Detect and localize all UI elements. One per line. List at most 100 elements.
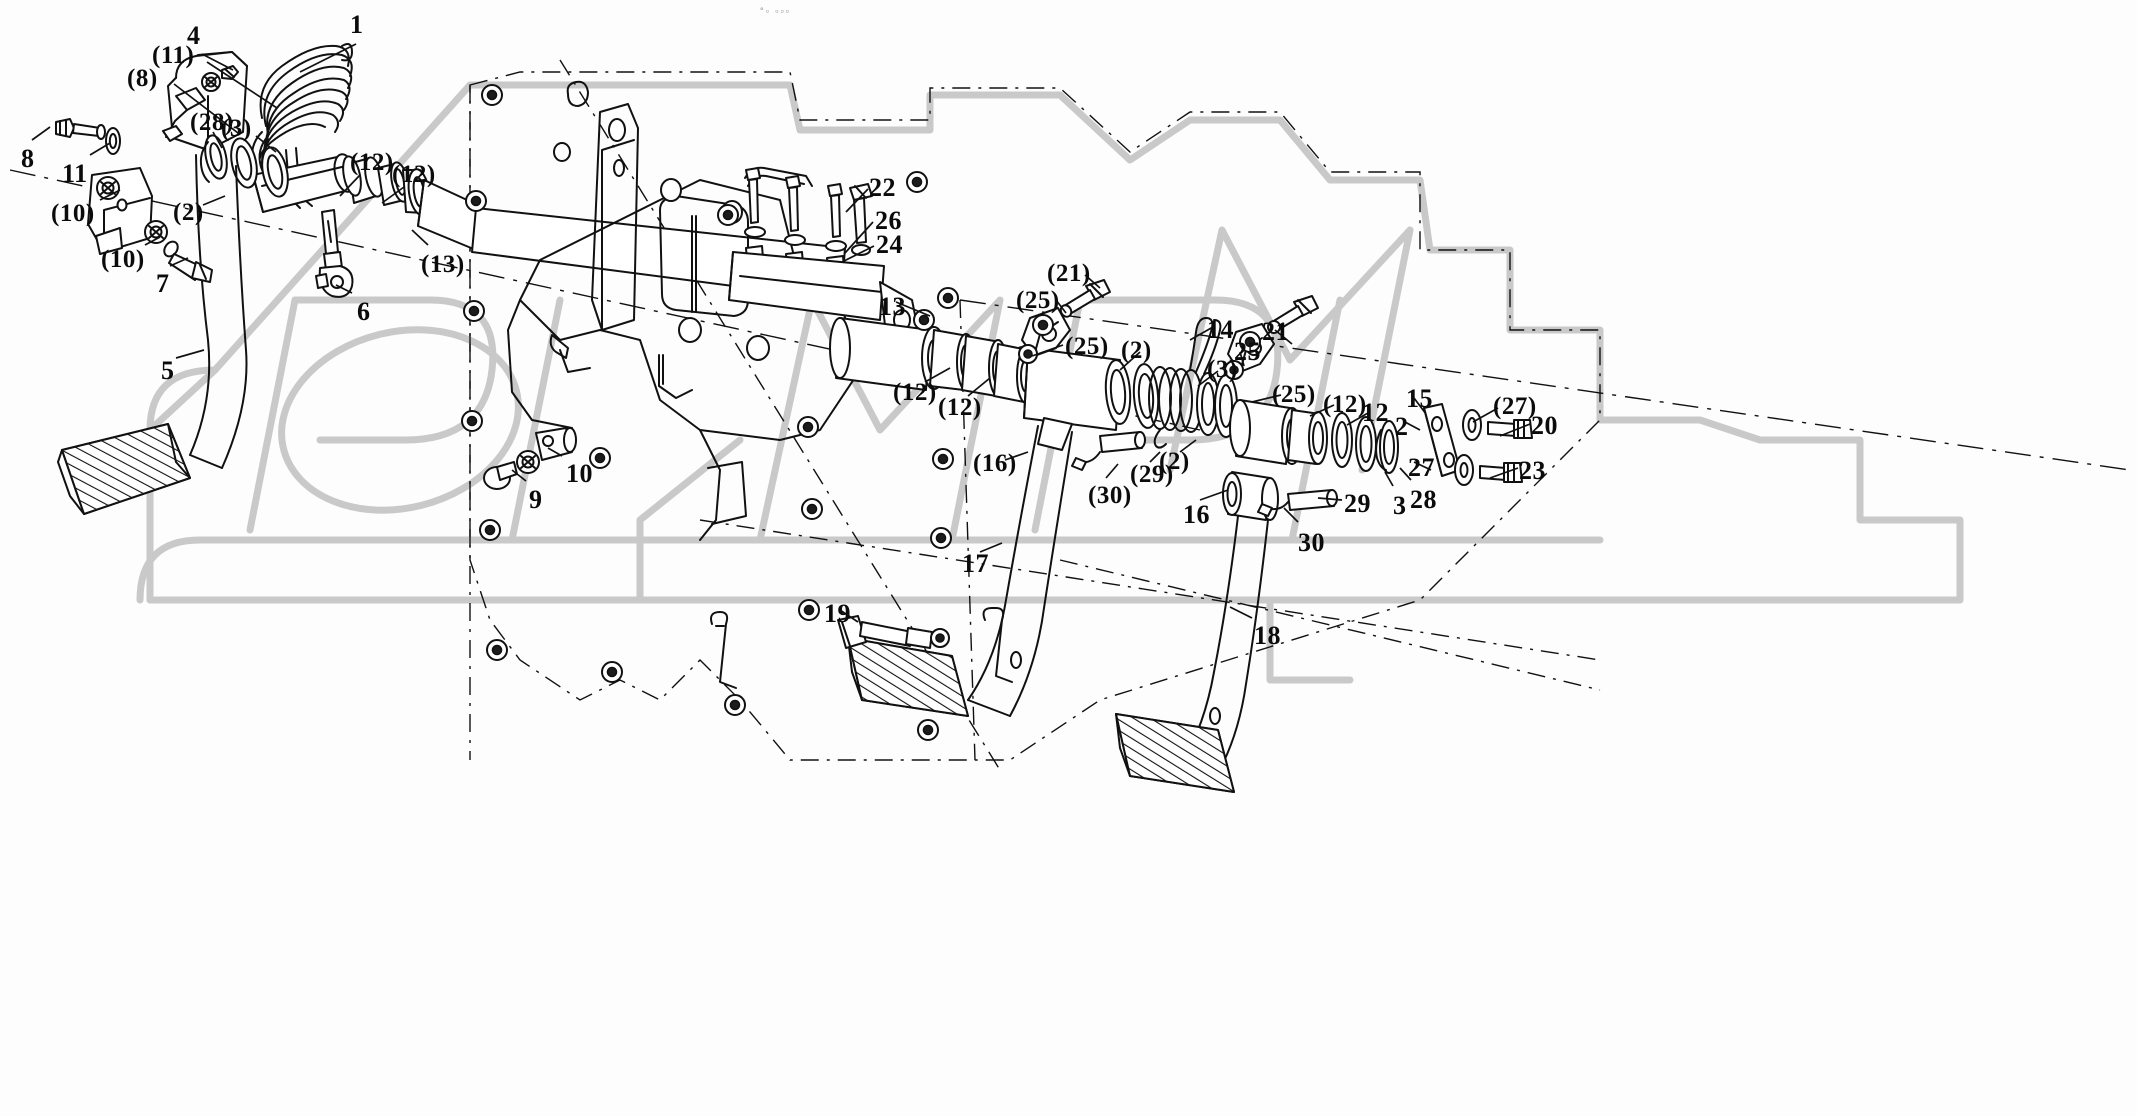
- leader-line-p11p: [206, 61, 278, 109]
- leader-line-14: [1189, 326, 1214, 341]
- panel-nuts: [461, 84, 1034, 741]
- callout-23: 23: [1519, 456, 1546, 485]
- callout-6: 6: [357, 297, 371, 326]
- leader-line-p12p: [924, 367, 951, 383]
- callout-1: 1: [350, 10, 364, 39]
- leader-line-p13p: [411, 229, 429, 246]
- callout-5: 5: [161, 356, 175, 385]
- callout-leaders: [31, 43, 1531, 623]
- leader-line-p2p: [202, 195, 226, 206]
- callout-p28p: (28): [190, 109, 234, 136]
- leader-line-16: [1199, 489, 1229, 501]
- callout-28: 28: [1410, 485, 1437, 514]
- callout-9: 9: [529, 485, 543, 514]
- leader-line-21: [1274, 329, 1293, 345]
- leader-line-p12p: [967, 377, 991, 397]
- pedal-pad-left: [57, 423, 191, 515]
- leader-line-p3p: [255, 135, 277, 153]
- leader-line-p12p: [381, 186, 405, 204]
- callout-p29p: (29): [1130, 461, 1174, 488]
- leader-line-4: [201, 53, 234, 71]
- lower-right-assembly: [710, 425, 1338, 793]
- coil-spring-1: [251, 43, 353, 209]
- leader-line-p8p: [173, 83, 239, 134]
- callout-p12p: (12): [938, 394, 982, 421]
- callout-19: 19: [824, 599, 851, 628]
- leader-line-7: [169, 257, 189, 267]
- callout-p27p: (27): [1493, 393, 1537, 420]
- callout-11: 11: [62, 159, 88, 188]
- callout-29: 29: [1344, 489, 1371, 518]
- leader-line-p21p: [1084, 274, 1101, 289]
- callout-20: 20: [1531, 411, 1558, 440]
- pedal-pad-right: [1115, 713, 1235, 793]
- callout-p12p: (12): [893, 379, 937, 406]
- pedal-pad-center: [847, 637, 969, 717]
- leader-line-p25p: [1251, 394, 1282, 403]
- leader-line-12: [1346, 412, 1369, 426]
- leader-line-24: [841, 245, 875, 263]
- callout-12: 12: [1362, 398, 1389, 427]
- leader-line-9: [511, 469, 527, 482]
- leader-line-22: [845, 188, 869, 213]
- top-registration-mark: °▫ ▫▫▫: [760, 6, 791, 16]
- callout-13: 13: [879, 292, 906, 321]
- callout-3: 3: [1393, 491, 1407, 520]
- callout-p3p: (3): [221, 115, 252, 142]
- leader-line-11: [89, 142, 111, 156]
- leader-line-p10p: [99, 189, 121, 201]
- callout-p2p: (2): [173, 199, 204, 226]
- callout-26: 26: [875, 206, 902, 235]
- callout-2: 2: [1395, 412, 1409, 441]
- callout-p30p: (30): [1088, 482, 1132, 509]
- leader-line-p28p: [212, 131, 223, 149]
- leader-line-p12p: [339, 174, 361, 197]
- callout-24: 24: [876, 230, 903, 259]
- leader-line-p25p: [1055, 299, 1067, 314]
- leader-line-8: [31, 126, 51, 141]
- leader-line-29: [1317, 497, 1343, 501]
- leader-line-13: [895, 301, 931, 317]
- leader-line-p3p: [1197, 370, 1219, 387]
- center-shaft-stud-group: [728, 166, 921, 341]
- callout-22: 22: [869, 173, 896, 202]
- right-assembly: [1018, 279, 1533, 486]
- callout-10: 10: [566, 459, 593, 488]
- callout-16: 16: [1183, 500, 1210, 529]
- callout-p25p: (25): [1272, 381, 1316, 408]
- callout-8: 8: [21, 144, 35, 173]
- leader-line-3: [1384, 471, 1394, 487]
- callout-p21p: (21): [1047, 260, 1091, 287]
- leader-line-23: [1489, 467, 1519, 479]
- leader-line-p27p: [1472, 407, 1499, 423]
- leader-line-p16p: [1004, 451, 1029, 461]
- callout-14: 14: [1207, 315, 1234, 344]
- left-pedal-assembly: [55, 43, 846, 515]
- leader-line-26: [844, 221, 874, 254]
- watermark-plm: [136, 81, 1964, 684]
- link-rod-7: [163, 240, 213, 283]
- callout-p2p: (2): [1159, 448, 1190, 475]
- callout-p12p: (12): [1323, 391, 1367, 418]
- leader-line-1: [299, 43, 357, 73]
- leader-line-p10p: [144, 236, 161, 246]
- washer-stack-left: [199, 134, 289, 198]
- callout-p25p: (25): [1065, 333, 1109, 360]
- leader-line-p25p: [1031, 344, 1064, 357]
- callout-p3p: (3): [1207, 356, 1238, 383]
- leader-line-18: [1229, 606, 1253, 619]
- callout-p2p: (2): [1121, 337, 1152, 364]
- callout-p10p: (10): [101, 246, 145, 273]
- callout-p11p: (11): [152, 42, 195, 69]
- leader-line-p2p: [1119, 351, 1141, 371]
- coil-spring-14: [1148, 317, 1222, 449]
- callout-p12p: (12): [350, 149, 394, 176]
- leader-line-15: [1413, 397, 1427, 415]
- leader-line-p12p: [1309, 404, 1335, 417]
- leader-line-6: [335, 284, 353, 294]
- callout-21: 21: [1262, 317, 1289, 346]
- callout-p25p: (25): [1016, 287, 1060, 314]
- small-parts-9-10: [483, 427, 577, 490]
